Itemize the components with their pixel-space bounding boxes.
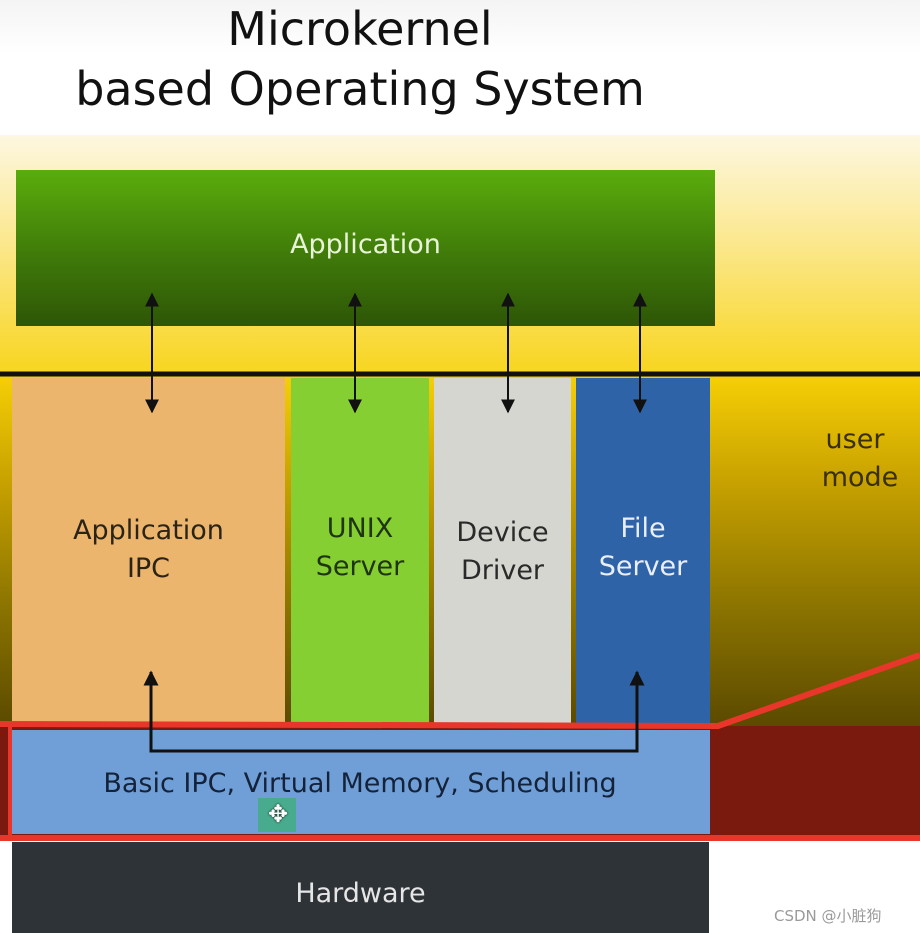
application-ipc-label-line-2: IPC bbox=[126, 553, 171, 584]
kernel-upper-boundary-line bbox=[0, 652, 920, 730]
application-ipc-label-line-1: Application bbox=[73, 515, 224, 546]
csdn-watermark: CSDN @小脏狗 bbox=[774, 907, 882, 925]
unix-server-label-line-1: UNIX bbox=[326, 513, 394, 544]
file-server-label-line-2: Server bbox=[598, 551, 688, 582]
user-mode-label-line-2: mode bbox=[821, 462, 899, 493]
hardware-box bbox=[12, 842, 709, 933]
file-server-label: File Server bbox=[576, 510, 710, 586]
device-driver-label-line-1: Device bbox=[456, 517, 549, 548]
move-cursor-icon: ✥ bbox=[268, 800, 289, 828]
ipc-path-arrow bbox=[143, 670, 645, 753]
application-ipc-label: Application IPC bbox=[12, 512, 285, 588]
file-server-box bbox=[576, 378, 710, 724]
device-driver-label: Device Driver bbox=[434, 514, 571, 590]
hardware-label: Hardware bbox=[295, 878, 426, 909]
file-server-label-line-1: File bbox=[620, 513, 666, 544]
microkernel-label: Basic IPC, Virtual Memory, Scheduling bbox=[103, 768, 617, 799]
title-area: Microkernel based Operating System bbox=[0, 0, 920, 135]
user-mode-label-line-1: user bbox=[825, 424, 885, 455]
device-driver-box bbox=[434, 378, 571, 724]
title-line-2: based Operating System bbox=[75, 62, 645, 116]
application-layer-label: Application bbox=[290, 229, 441, 260]
application-ipc-box bbox=[12, 378, 285, 724]
cursor-highlight bbox=[258, 798, 296, 832]
title-line-1: Microkernel bbox=[227, 2, 493, 56]
unix-server-label-line-2: Server bbox=[315, 551, 405, 582]
unix-server-box bbox=[291, 378, 429, 724]
microkernel-box bbox=[10, 730, 710, 834]
device-driver-label-line-2: Driver bbox=[460, 555, 545, 586]
application-layer-box bbox=[16, 170, 715, 326]
unix-server-label: UNIX Server bbox=[291, 510, 429, 586]
